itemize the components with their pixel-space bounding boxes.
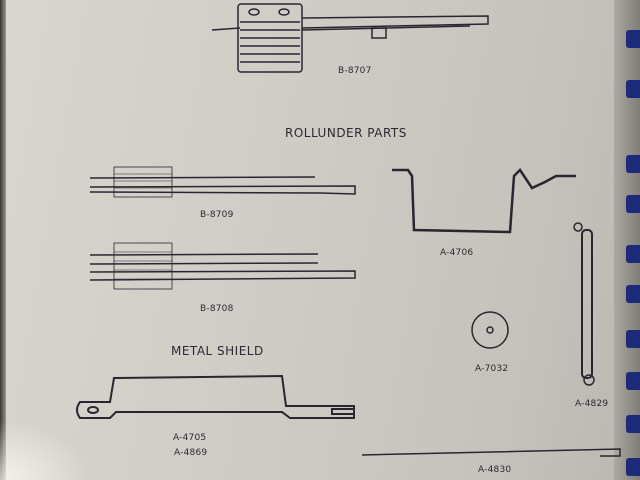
part-a4706-drawing (392, 168, 576, 234)
part-label-b8708: B-8708 (200, 304, 234, 314)
binding-ring (626, 415, 640, 433)
part-label-a4829: A-4829 (575, 399, 609, 409)
part-label-a7032: A-7032 (475, 364, 509, 374)
binding-ring (626, 80, 640, 98)
part-a4705-drawing (76, 374, 355, 419)
binding-ring (626, 458, 640, 476)
part-label-b8707: B-8707 (338, 66, 372, 76)
part-a4829-drawing (573, 222, 595, 386)
binding-ring (626, 330, 640, 348)
part-label-a4830: A-4830 (478, 465, 512, 475)
part-a7032-drawing (471, 311, 509, 349)
part-b8709-drawing (89, 166, 356, 198)
binding-ring (626, 30, 640, 48)
binding-ring (626, 155, 640, 173)
binding-ring (626, 372, 640, 390)
part-b8708-drawing (89, 242, 356, 290)
binding-ring (626, 195, 640, 213)
part-b8707-drawing (211, 3, 489, 73)
light-glare (0, 420, 90, 480)
page-left-edge (0, 0, 6, 480)
heading-rollunder-parts: ROLLUNDER PARTS (285, 126, 407, 140)
part-a4830-drawing (361, 448, 621, 457)
binding-ring (626, 285, 640, 303)
binding-ring (626, 245, 640, 263)
part-label-b8709: B-8709 (200, 210, 234, 220)
part-label-a4869: A-4869 (174, 448, 208, 458)
part-label-a4705: A-4705 (173, 433, 207, 443)
part-label-a4706: A-4706 (440, 248, 474, 258)
heading-metal-shield: METAL SHIELD (171, 344, 264, 358)
spiral-binding (614, 0, 640, 480)
